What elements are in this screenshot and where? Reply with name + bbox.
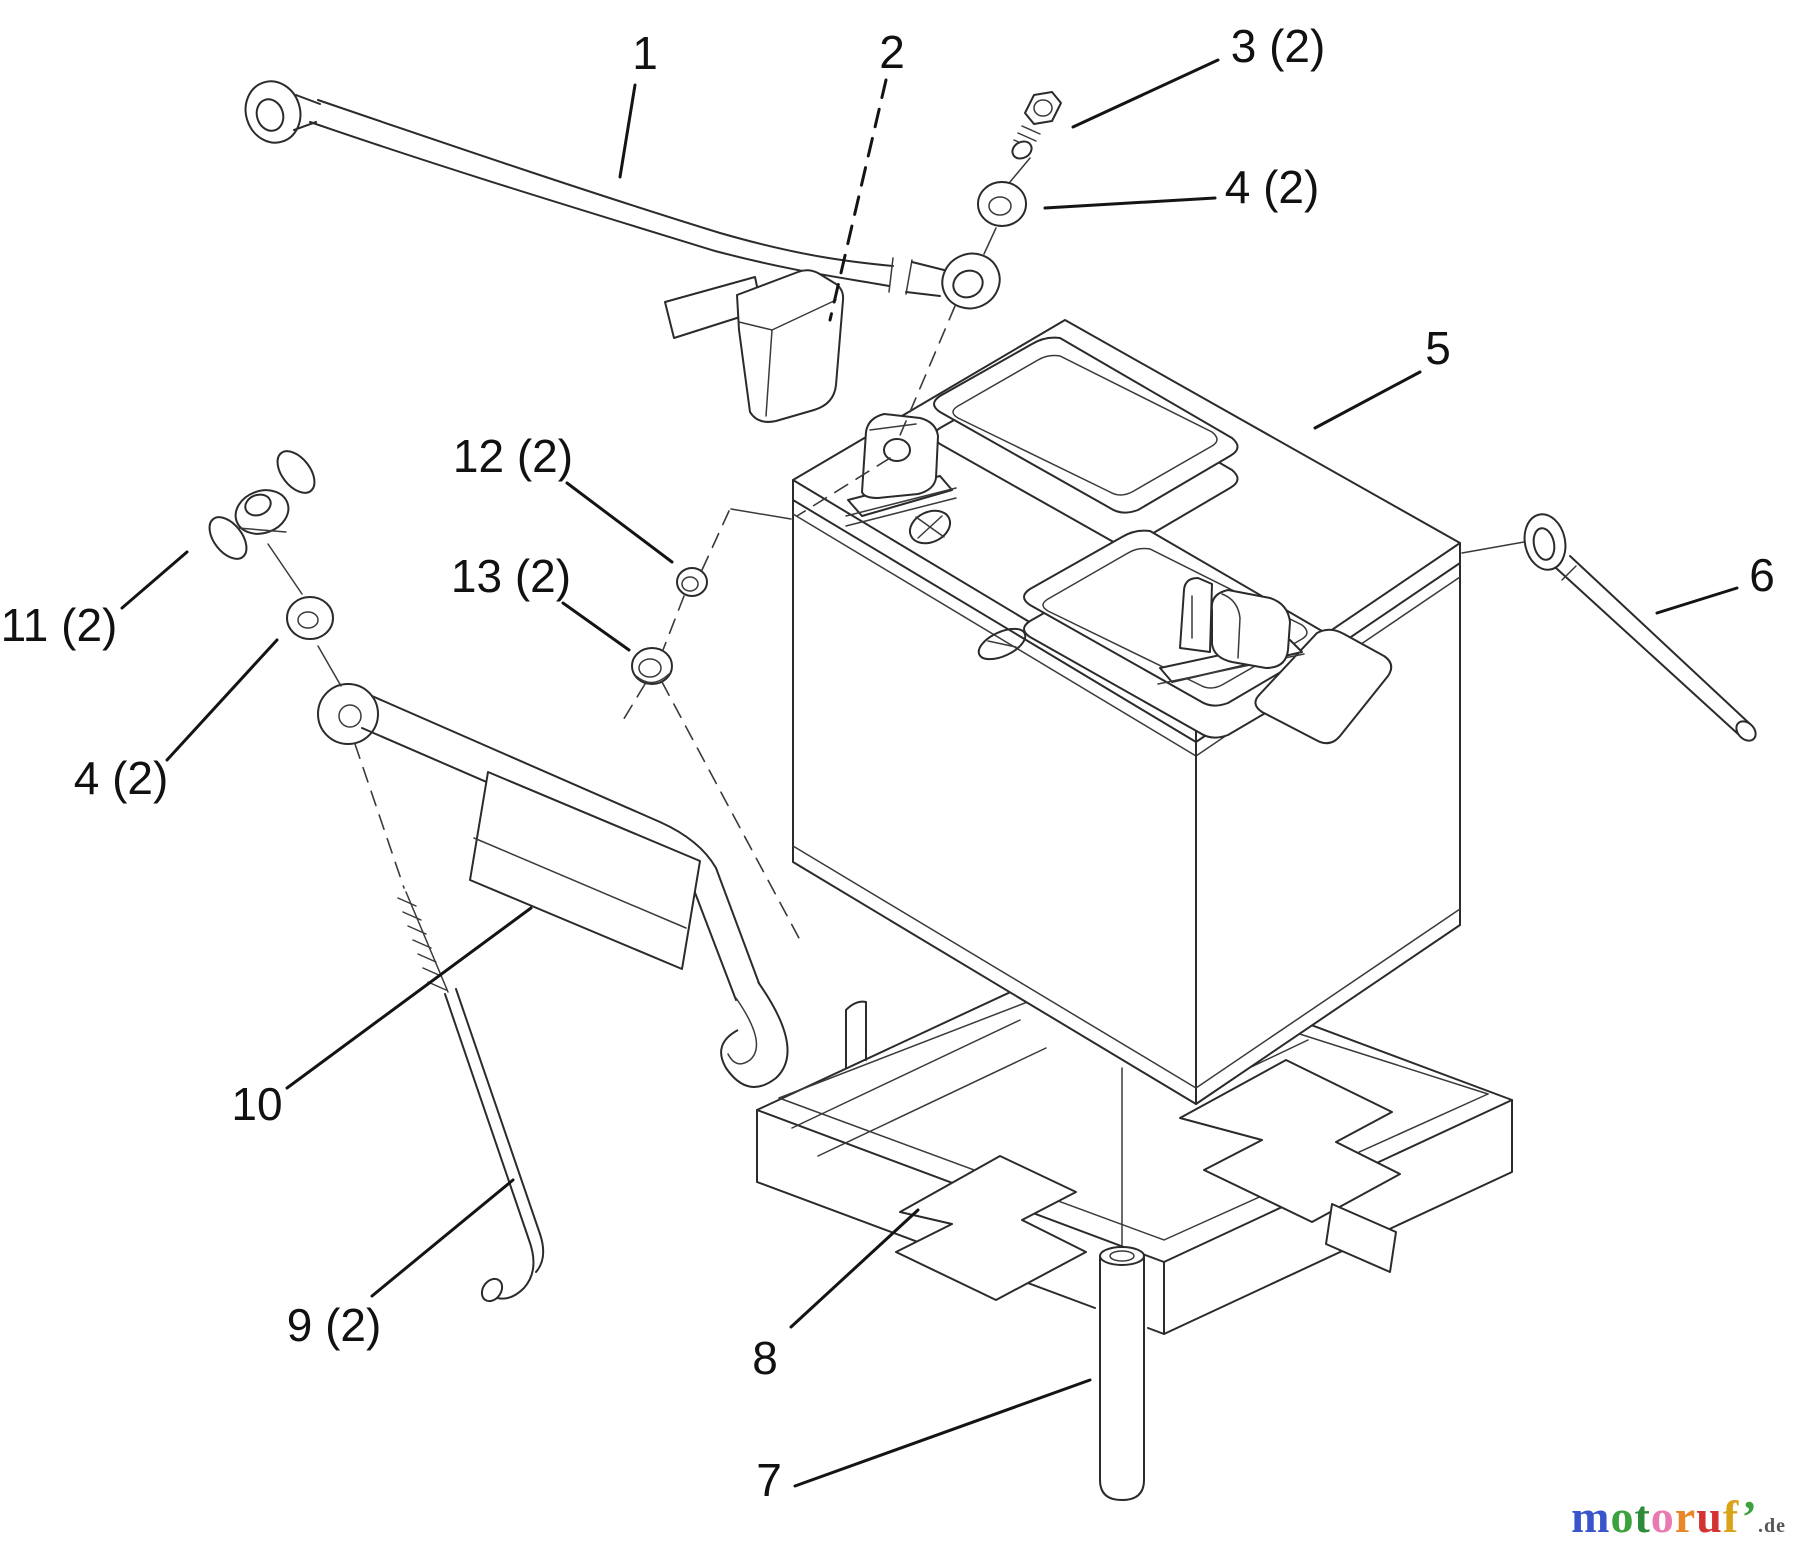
battery bbox=[792, 319, 1461, 1105]
watermark-logo: motoruf’.de bbox=[1571, 1490, 1786, 1543]
callout-8: 8 bbox=[752, 1332, 778, 1384]
callout-11: 11 (2) bbox=[1, 599, 118, 651]
lock-washer-13 bbox=[676, 567, 708, 597]
callout-4-left: 4 (2) bbox=[74, 752, 169, 804]
callout-6: 6 bbox=[1749, 549, 1775, 601]
assembly-line-bolt-washer bbox=[1009, 157, 1031, 183]
callout-2: 2 bbox=[879, 26, 905, 78]
washer-left bbox=[286, 596, 334, 640]
battery-cable-1 bbox=[244, 80, 1001, 310]
logo-letter: o bbox=[1650, 1491, 1675, 1542]
positive-symbol bbox=[908, 509, 952, 545]
washer-right bbox=[977, 181, 1027, 227]
logo-letter: f bbox=[1722, 1491, 1742, 1542]
battery-cap-rear bbox=[933, 336, 1239, 546]
tray-island-left bbox=[895, 1155, 1087, 1301]
logo-letter: r bbox=[1674, 1491, 1697, 1542]
assembly-line-washer-strap bbox=[317, 645, 342, 687]
logo-letter: m bbox=[1571, 1491, 1611, 1542]
callout-7: 7 bbox=[756, 1454, 782, 1506]
battery-tray bbox=[756, 947, 1513, 1335]
support-rod bbox=[1099, 1067, 1145, 1501]
assembly-line-12-down bbox=[621, 683, 646, 723]
callout-4-right: 4 (2) bbox=[1225, 161, 1320, 213]
callout-1: 1 bbox=[632, 27, 658, 79]
assembly-line-13-12 bbox=[662, 595, 685, 651]
terminal-cover bbox=[664, 269, 845, 423]
logo-letter: ’ bbox=[1741, 1491, 1758, 1542]
assembly-line-washer-ring bbox=[983, 227, 997, 255]
strap-plate bbox=[469, 771, 701, 970]
negative-symbol bbox=[977, 627, 1027, 661]
callout-10: 10 bbox=[231, 1078, 282, 1130]
callout-13: 12 (2) bbox=[453, 430, 573, 482]
logo-letter: o bbox=[1610, 1491, 1635, 1542]
callout-5: 5 bbox=[1425, 322, 1451, 374]
callout-3: 3 (2) bbox=[1231, 20, 1326, 72]
assembly-line-wingnut-washer bbox=[267, 543, 303, 595]
positive-terminal-bracket bbox=[845, 413, 957, 527]
callout-9: 9 (2) bbox=[287, 1299, 382, 1351]
hold-down-strap bbox=[317, 683, 789, 1088]
battery-cap-lip bbox=[1254, 628, 1393, 745]
logo-suffix: .de bbox=[1758, 1515, 1786, 1537]
nut-12 bbox=[631, 647, 673, 685]
callout-12: 13 (2) bbox=[451, 550, 571, 602]
callout-labels: 1 2 3 (2) 4 (2) 5 6 7 8 9 (2) 10 11 (2) … bbox=[1, 20, 1775, 1506]
wing-nut bbox=[208, 450, 316, 560]
leader-lines bbox=[120, 58, 1739, 1488]
tray-front-tab bbox=[1325, 1203, 1397, 1273]
assembly-line-to-battery bbox=[730, 508, 792, 520]
j-bolt-rod bbox=[354, 743, 545, 1303]
hex-bolt-3 bbox=[1011, 91, 1062, 160]
battery-cable-6 bbox=[1461, 513, 1757, 742]
assembly-line-bracket-edge bbox=[796, 457, 891, 517]
negative-terminal-bracket bbox=[1157, 577, 1305, 685]
tray-island-right bbox=[1179, 1059, 1401, 1223]
logo-letter: u bbox=[1696, 1491, 1723, 1542]
assembly-line-ring-bracket bbox=[897, 305, 956, 441]
assembly-line-13 bbox=[701, 510, 730, 571]
logo-letter: t bbox=[1634, 1491, 1651, 1542]
